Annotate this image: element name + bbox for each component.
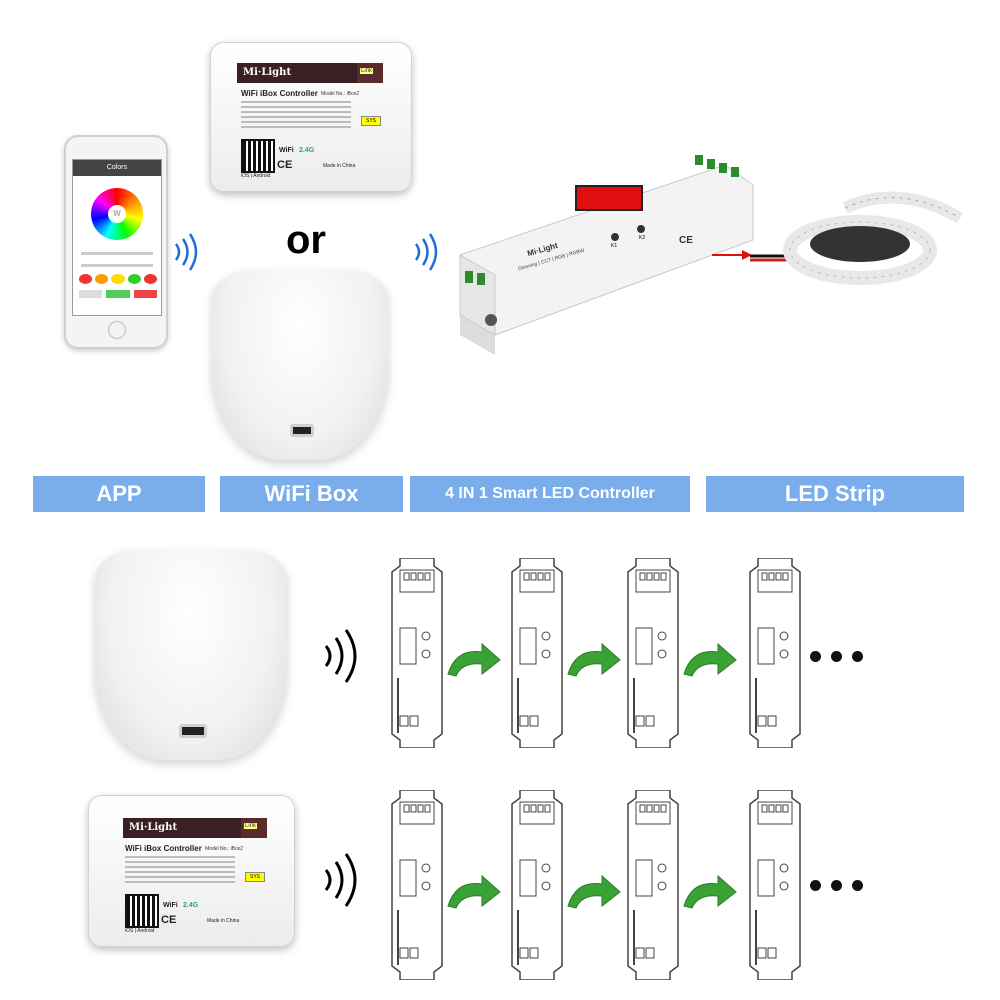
right-arrow-icon <box>712 250 752 260</box>
ibox-made-in: Made in China <box>323 163 356 169</box>
home-button <box>108 321 126 339</box>
ibox-spec-text <box>125 856 235 886</box>
ellipsis-icon <box>810 649 873 667</box>
qr-code <box>241 139 275 173</box>
on-off-buttons <box>79 290 157 298</box>
ibox-wifi-label: WiFi <box>163 902 178 909</box>
link-led: Link <box>241 818 267 838</box>
wifi-signal-icon <box>324 629 357 683</box>
brightness-slider <box>81 252 153 255</box>
ibox-model: Model No.: iBox2 <box>321 91 360 97</box>
banner-wifi-box: WiFi Box <box>220 476 403 512</box>
ibox-made-in: Made in China <box>207 918 240 924</box>
mini-controller <box>627 790 679 980</box>
ibox-ce-mark: CE <box>161 914 177 926</box>
ibox-spec-text <box>241 101 351 131</box>
sys-led: SYS <box>361 116 381 126</box>
banner-controller: 4 IN 1 Smart LED Controller <box>410 476 690 512</box>
sys-led: SYS <box>245 872 265 882</box>
controller-key2: K2 <box>639 235 646 241</box>
ibox-os-label: iOS | Android <box>241 173 271 179</box>
qr-code <box>125 894 159 928</box>
curved-arrow-icon <box>567 874 621 909</box>
ibox-freq-label: 2.4G <box>299 147 315 154</box>
micro-usb-port <box>179 724 207 738</box>
controller-key1: K1 <box>611 243 618 249</box>
mini-controller <box>511 790 563 980</box>
mini-controller <box>391 790 443 980</box>
ellipsis-icon <box>810 878 873 896</box>
ibox-brand: Mi·Light <box>237 63 357 83</box>
mini-controller <box>749 790 801 980</box>
wifi-ibox-controller: Mi·Light Link WiFi iBox Controller Model… <box>88 795 295 947</box>
color-wheel: W <box>91 188 143 240</box>
mini-controller <box>391 558 443 748</box>
link-led: Link <box>357 63 383 83</box>
led-strip-reel <box>750 191 964 285</box>
banner-app: APP <box>33 476 205 512</box>
wifi-signal-icon <box>324 853 357 907</box>
banner-led-strip: LED Strip <box>706 476 964 512</box>
ibox-title: WiFi iBox Controller <box>125 844 202 853</box>
micro-usb-port <box>290 424 314 437</box>
curved-arrow-icon <box>567 642 621 677</box>
phone-screen: Colors W <box>72 159 162 316</box>
ibox-brand: Mi·Light <box>123 818 241 838</box>
wifi-ibox-controller: Mi·Light Link WiFi iBox Controller Model… <box>210 42 412 192</box>
curved-arrow-icon <box>683 874 737 909</box>
curved-arrow-icon <box>447 874 501 909</box>
mini-controller <box>749 558 801 748</box>
wifi-signal-icon <box>174 233 198 271</box>
speed-slider <box>81 264 153 267</box>
wifi-hub-device <box>212 270 388 460</box>
ibox-os-label: iOS | Android <box>125 928 155 934</box>
led-display <box>575 185 643 211</box>
mode-buttons <box>79 274 158 284</box>
curved-arrow-icon <box>683 642 737 677</box>
controller-ce: CE <box>679 235 693 246</box>
or-connector: or <box>286 218 326 262</box>
ibox-ce-mark: CE <box>277 159 293 171</box>
wifi-signal-icon <box>414 233 438 271</box>
curved-arrow-icon <box>447 642 501 677</box>
smartphone: Colors W <box>64 135 168 349</box>
ibox-freq-label: 2.4G <box>183 902 199 909</box>
ibox-model: Model No.: iBox2 <box>205 846 244 852</box>
smart-led-controller: Mi·Light Dimming | CCT | RGB | RGBW K1 K… <box>455 145 755 355</box>
app-header: Colors <box>73 160 161 176</box>
mini-controller <box>627 558 679 748</box>
ibox-title: WiFi iBox Controller <box>241 89 318 98</box>
controller-body <box>459 155 754 355</box>
wifi-hub-device <box>95 550 287 760</box>
mini-controller <box>511 558 563 748</box>
ibox-wifi-label: WiFi <box>279 147 294 154</box>
